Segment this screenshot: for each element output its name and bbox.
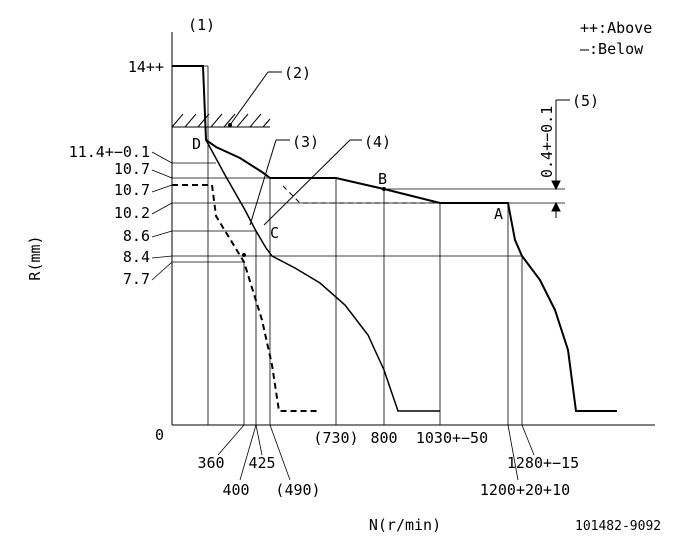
x-label-1030: 1030+−50 (416, 429, 488, 447)
vertical-reference-lines (207, 66, 523, 425)
callout-1: (1) (188, 16, 215, 34)
point-c: C (270, 224, 279, 242)
x-axis-title: N(r/min) (369, 516, 441, 534)
stopper-hatch (171, 113, 271, 128)
y-axis-title: R(mm) (26, 235, 44, 280)
y-label-7-7: 7.7 (123, 270, 150, 288)
legend-above: ++:Above (580, 19, 652, 37)
callout-dots (228, 123, 386, 257)
y-label-10-7b: 10.7 (114, 181, 150, 199)
y-label-14: 14++ (128, 58, 164, 76)
tolerance-label: 0.4+−0.1 (538, 106, 556, 178)
callout-3: (3) (292, 133, 319, 151)
horizontal-reference-lines (172, 65, 565, 263)
part-number: 101482-9092 (575, 519, 661, 534)
axes (171, 32, 655, 426)
point-d: D (192, 135, 201, 153)
point-b: B (378, 170, 387, 188)
y-label-8-4: 8.4 (123, 248, 150, 266)
x-label-730: (730) (313, 429, 358, 447)
x-label-400: 400 (222, 481, 249, 499)
y-label-11-4: 11.4+−0.1 (69, 143, 150, 161)
y-label-8-6: 8.6 (123, 227, 150, 245)
tolerance-indicator (551, 99, 570, 218)
legend-below: —:Below (580, 40, 644, 58)
callout-4: (4) (364, 133, 391, 151)
x-label-1280: 1280+−15 (507, 454, 579, 472)
y-tick-labels: 14++ 11.4+−0.1 10.7 10.7 10.2 8.6 8.4 7.… (69, 58, 164, 444)
x-label-1200: 1200+20+10 (480, 481, 570, 499)
x-label-490: (490) (275, 481, 320, 499)
lower-characteristic-curve (205, 139, 440, 412)
y-label-origin: 0 (155, 426, 164, 444)
x-label-360: 360 (197, 454, 224, 472)
y-label-leaders (151, 151, 173, 281)
callout-2: (2) (284, 64, 311, 82)
legend: ++:Above —:Below (580, 19, 652, 58)
point-a: A (494, 205, 503, 223)
x-label-leaders (217, 424, 535, 481)
x-tick-labels: 360 400 425 (490) (730) 800 1030+−50 120… (197, 429, 579, 499)
x-label-425: 425 (248, 454, 275, 472)
y-label-10-7a: 10.7 (114, 160, 150, 178)
dashed-characteristic-curve (172, 184, 317, 412)
main-characteristic-curve (172, 65, 617, 412)
callout-leaders (229, 71, 362, 226)
callout-5: (5) (572, 92, 599, 110)
dashed-connector (282, 185, 440, 204)
y-label-10-2: 10.2 (114, 204, 150, 222)
point-labels: A B C D (192, 135, 503, 242)
callout-labels: (1) (2) (3) (4) (5) (188, 16, 599, 151)
x-label-800: 800 (370, 429, 397, 447)
